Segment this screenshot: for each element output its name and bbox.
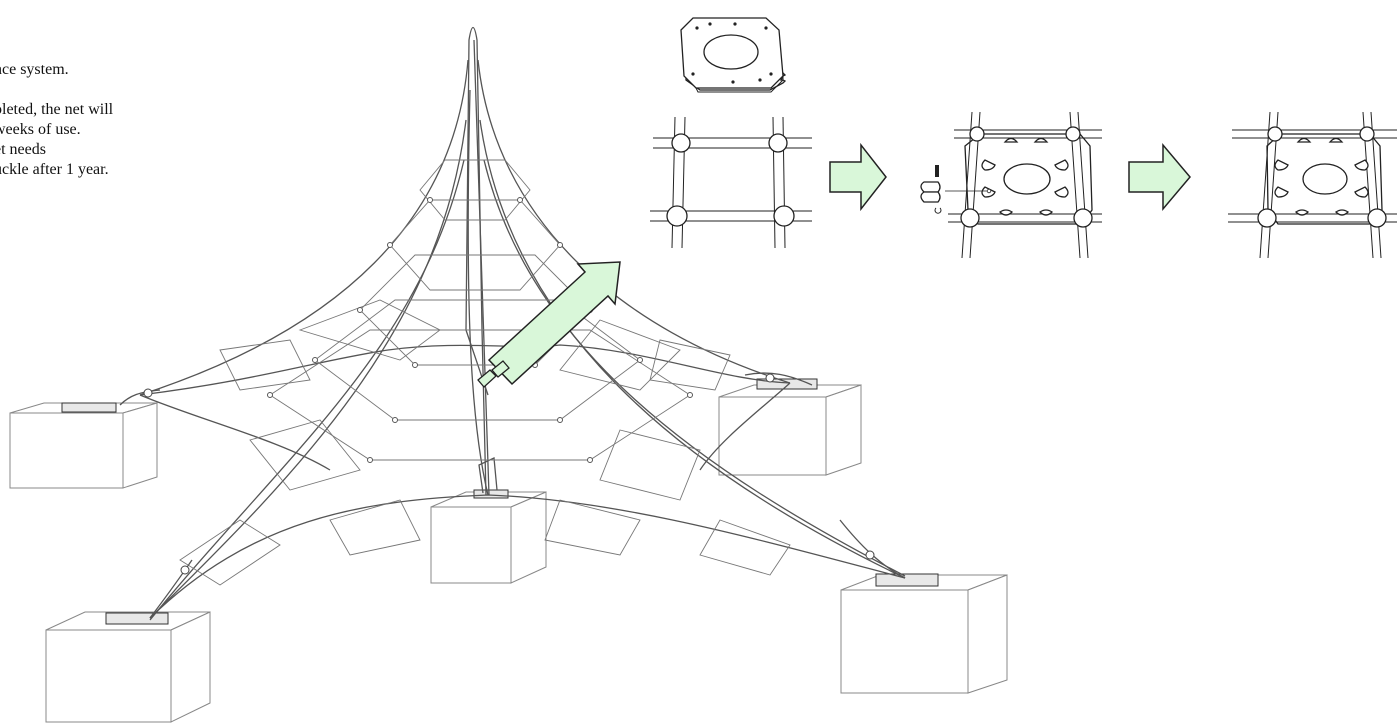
step-arrow-1 <box>829 142 887 212</box>
top-plate-part <box>680 17 787 93</box>
step-1-net-junction <box>650 116 812 249</box>
foundation-block-back-right <box>718 378 862 476</box>
step-arrow-2 <box>1128 142 1191 212</box>
foundation-block-front-left <box>45 611 211 723</box>
note-line-4: weeks of use. <box>0 121 81 138</box>
foundation-block-front-right <box>840 573 1008 694</box>
note-line-5: et needs <box>0 141 46 158</box>
callout-arrow <box>477 261 621 388</box>
note-line-6: uckle after 1 year. <box>0 161 109 178</box>
step-3-plate-installed <box>1228 111 1397 259</box>
instruction-notes: nce system. pleted, the net will weeks o… <box>0 60 113 180</box>
step-2-plate-attach <box>920 111 1102 259</box>
foundation-block-center <box>430 457 547 584</box>
foundation-block-back-left <box>9 402 158 489</box>
clamp-exploded-icon <box>920 165 992 214</box>
note-line-1: nce system. <box>0 61 69 78</box>
rope-pyramid-net <box>119 26 906 621</box>
note-line-3: pleted, the net will <box>0 101 114 118</box>
